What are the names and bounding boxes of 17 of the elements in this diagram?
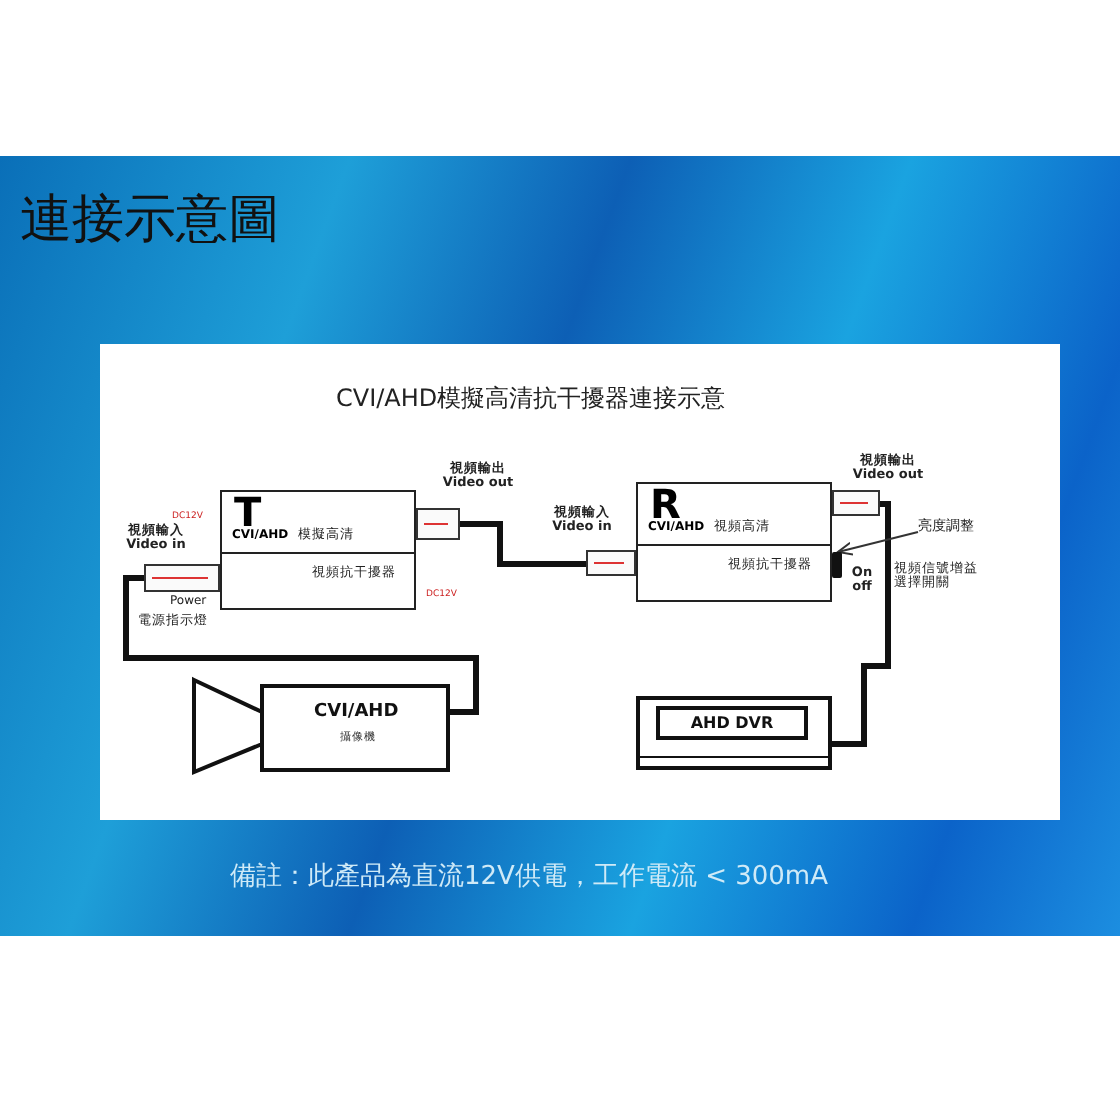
connector-plug — [832, 490, 880, 516]
dvr-label: AHD DVR — [656, 706, 808, 740]
video-cable — [460, 521, 586, 567]
converter-box — [220, 490, 416, 610]
camera-label: CVI/AHD — [314, 702, 399, 723]
video-cable — [832, 501, 891, 747]
note-text: 備註：此產品為直流12V供電，工作電流 < 300mA — [230, 864, 828, 894]
leader-arrow — [837, 531, 919, 556]
diagram-heading: CVI/AHD模擬高清抗干擾器連接示意 — [336, 386, 726, 414]
slide-title: 連接示意圖 — [20, 192, 280, 252]
toggle-switch — [832, 552, 842, 578]
connector-plug — [416, 508, 460, 540]
connector-plug — [586, 550, 636, 576]
video-cable — [123, 575, 479, 715]
dvr-box — [636, 696, 832, 770]
converter-box — [636, 482, 832, 602]
connector-plug — [144, 564, 220, 592]
